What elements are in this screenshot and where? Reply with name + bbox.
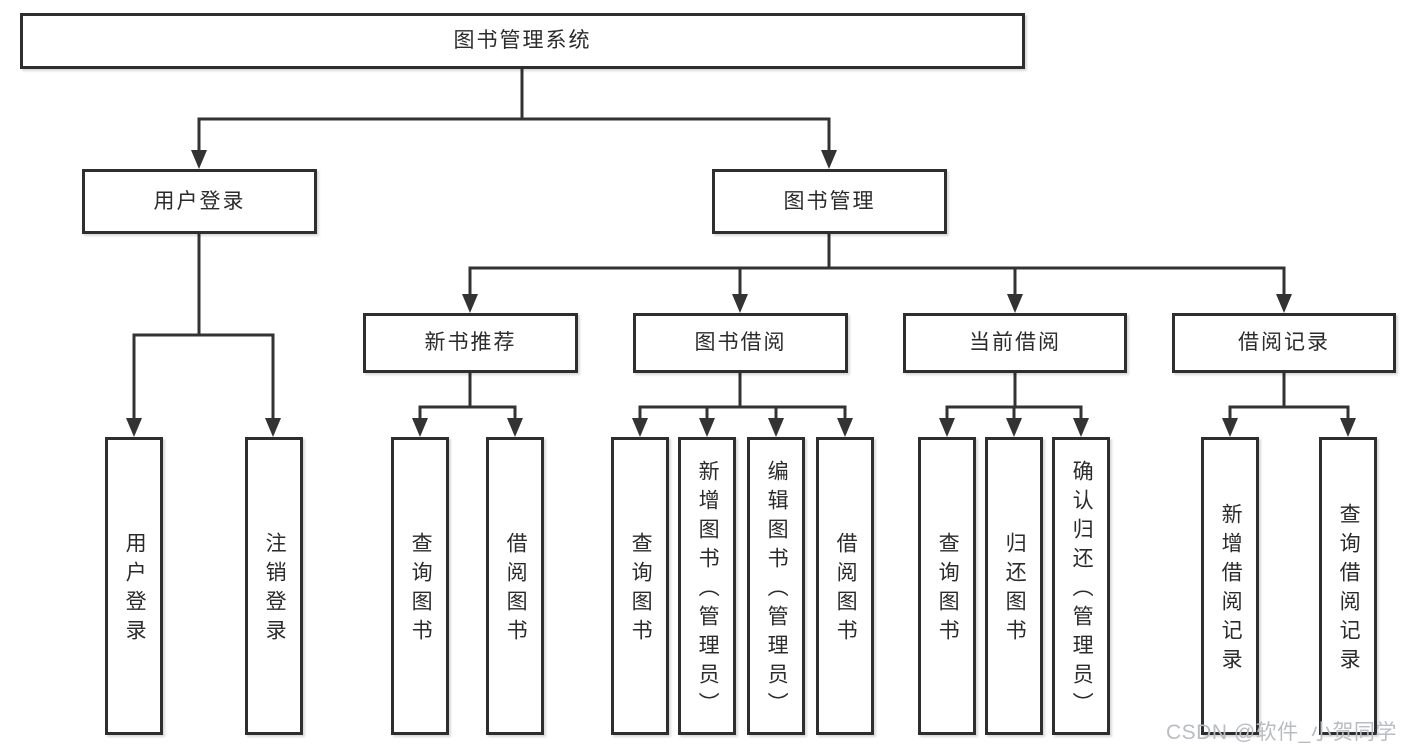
leaf-return-book-label: 归还图书 (1003, 532, 1027, 648)
node-current-borrow-label: 当前借阅 (969, 331, 1061, 355)
leaf-add-book-admin: 新增图书（管理员） (678, 437, 736, 735)
node-new-book-recommend: 新书推荐 (363, 313, 578, 373)
node-new-book-recommend-label: 新书推荐 (424, 331, 517, 355)
leaf-borrow-book-1-label: 借阅图书 (504, 532, 528, 648)
leaf-borrow-book-2: 借阅图书 (816, 437, 874, 735)
leaf-query-book-1: 查询图书 (391, 437, 449, 735)
leaf-query-book-3: 查询图书 (918, 437, 976, 735)
node-user-login: 用户登录 (82, 169, 317, 234)
leaf-add-book-admin-label: 新增图书（管理员） (696, 459, 720, 721)
leaf-query-book-2-label: 查询图书 (629, 532, 653, 648)
node-book-borrow: 图书借阅 (633, 313, 848, 373)
leaf-user-login-label: 用户登录 (123, 532, 147, 648)
leaf-confirm-return-admin: 确认归还（管理员） (1052, 437, 1110, 735)
leaf-query-borrow-record-label: 查询借阅记录 (1337, 503, 1361, 677)
node-borrow-record: 借阅记录 (1172, 313, 1396, 373)
leaf-query-borrow-record: 查询借阅记录 (1319, 437, 1377, 735)
leaf-edit-book-admin: 编辑图书（管理员） (747, 437, 805, 735)
leaf-user-login: 用户登录 (105, 437, 163, 735)
leaf-add-borrow-record: 新增借阅记录 (1201, 437, 1259, 735)
node-root: 图书管理系统 (20, 13, 1025, 69)
leaf-edit-book-admin-label: 编辑图书（管理员） (765, 459, 789, 721)
leaf-logout-login: 注销登录 (245, 437, 303, 735)
node-current-borrow: 当前借阅 (903, 313, 1127, 373)
node-root-label: 图书管理系统 (453, 29, 592, 53)
leaf-query-book-2: 查询图书 (611, 437, 669, 735)
node-book-management-label: 图书管理 (783, 189, 876, 213)
leaf-add-borrow-record-label: 新增借阅记录 (1219, 503, 1243, 677)
node-book-borrow-label: 图书借阅 (694, 331, 787, 355)
leaf-borrow-book-1: 借阅图书 (486, 437, 544, 735)
leaf-return-book: 归还图书 (985, 437, 1043, 735)
leaf-query-book-1-label: 查询图书 (409, 532, 433, 648)
leaf-confirm-return-admin-label: 确认归还（管理员） (1070, 459, 1094, 721)
leaf-query-book-3-label: 查询图书 (936, 532, 960, 648)
leaf-borrow-book-2-label: 借阅图书 (834, 532, 858, 648)
node-user-login-label: 用户登录 (153, 189, 246, 213)
leaf-logout-login-label: 注销登录 (263, 532, 287, 648)
csdn-watermark: CSDN @软件_小贺同学 (1166, 721, 1397, 744)
node-book-management: 图书管理 (712, 169, 947, 234)
node-borrow-record-label: 借阅记录 (1238, 331, 1330, 355)
